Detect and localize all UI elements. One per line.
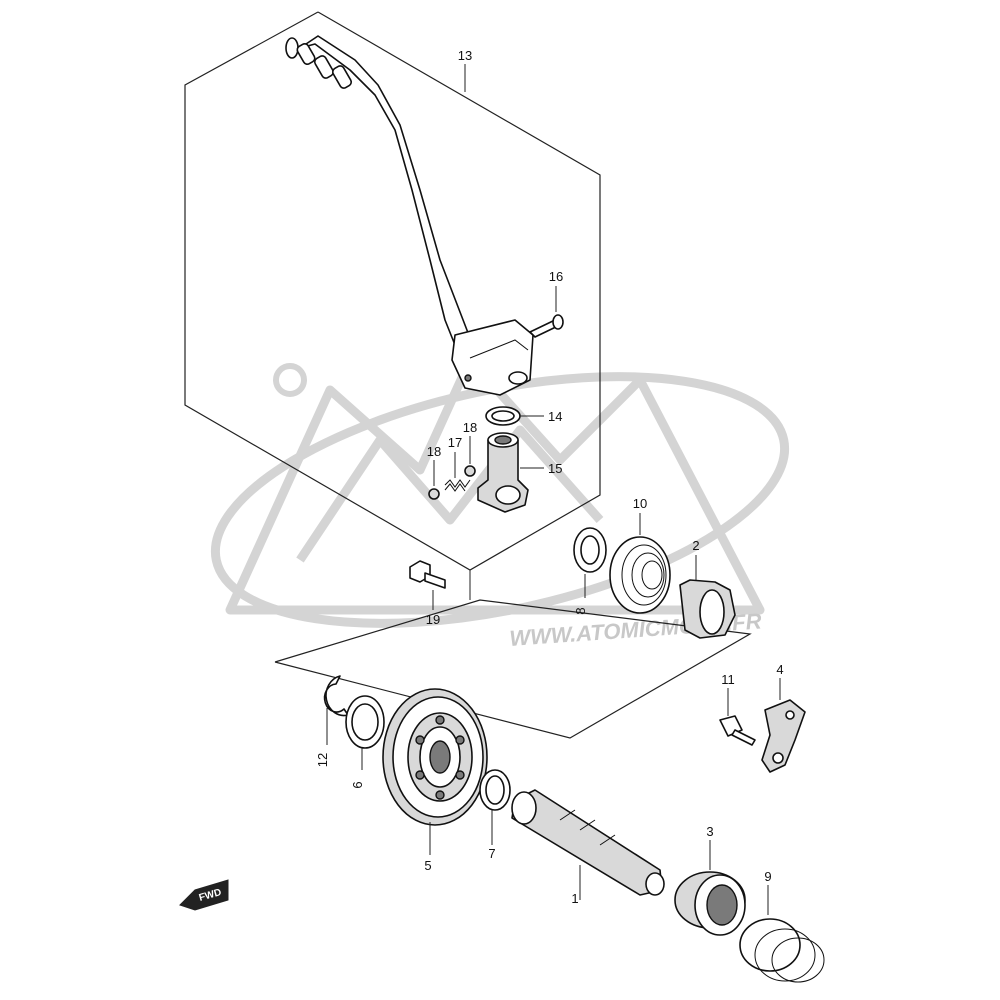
callout-8: 8 [573, 607, 588, 614]
callout-4: 4 [776, 662, 783, 677]
spring-9 [739, 918, 825, 983]
callout-13: 13 [458, 48, 472, 63]
callout-18-right: 18 [463, 420, 477, 435]
bolt-11 [719, 715, 756, 746]
callout-2: 2 [692, 538, 699, 553]
kick-shaft-1 [511, 789, 665, 896]
callout-14: 14 [548, 409, 562, 424]
assembly-frame-upper [184, 11, 601, 600]
kick-lever [285, 35, 534, 396]
kick-gear-5 [382, 688, 488, 826]
seal-8 [573, 527, 607, 573]
washer-7 [479, 769, 511, 811]
callout-19: 19 [426, 612, 440, 627]
washer-14 [485, 406, 521, 426]
callout-12: 12 [315, 753, 330, 767]
callout-15: 15 [548, 461, 562, 476]
ratchet-3 [674, 871, 746, 936]
lever-bolt [529, 314, 564, 338]
ball-18a [428, 488, 440, 500]
kick-boss [477, 432, 529, 513]
fwd-arrow: FWD [179, 879, 229, 911]
spring-10 [609, 536, 671, 614]
callout-1: 1 [571, 891, 578, 906]
spring-17 [444, 479, 471, 492]
callout-6: 6 [350, 781, 365, 788]
callout-10: 10 [633, 496, 647, 511]
callout-9: 9 [764, 869, 771, 884]
leader-lines [326, 64, 781, 915]
guide-2 [679, 579, 736, 639]
washer-6 [345, 695, 385, 749]
callout-5: 5 [424, 858, 431, 873]
callout-3: 3 [706, 824, 713, 839]
callout-7: 7 [488, 846, 495, 861]
callout-11: 11 [721, 672, 735, 687]
circlip-12 [323, 675, 349, 717]
plate-4 [761, 699, 806, 773]
ball-18b [464, 465, 476, 477]
bolt-19 [409, 560, 446, 589]
callout-18-left: 18 [427, 444, 441, 459]
callout-16: 16 [549, 269, 563, 284]
callout-numbers: 1 2 3 4 5 6 7 8 9 10 11 12 13 14 15 16 1… [315, 48, 784, 906]
callout-17: 17 [448, 435, 462, 450]
